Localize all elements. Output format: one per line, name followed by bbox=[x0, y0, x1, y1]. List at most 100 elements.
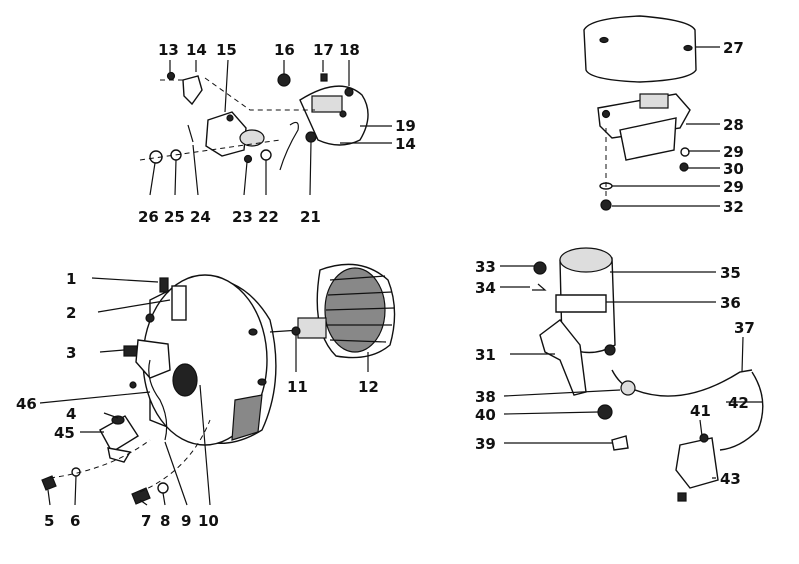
screw-7 bbox=[131, 487, 151, 505]
screw-22 bbox=[260, 149, 272, 161]
callout-8: 8 bbox=[160, 512, 170, 530]
screw-5 bbox=[41, 475, 57, 491]
callout-14-right: 14 bbox=[395, 135, 416, 153]
plug-cap-43 bbox=[675, 437, 719, 489]
leaders-coil bbox=[500, 265, 762, 479]
nut-16 bbox=[277, 73, 291, 87]
ht-lead bbox=[611, 369, 753, 397]
bracket-31 bbox=[539, 319, 587, 396]
callout-labels: 13 14 15 16 17 18 19 14 26 25 24 23 22 2… bbox=[16, 39, 755, 530]
washer-34 bbox=[532, 283, 547, 291]
callout-10: 10 bbox=[198, 512, 219, 530]
callout-15: 15 bbox=[216, 41, 237, 59]
callout-1: 1 bbox=[66, 270, 76, 288]
washer-13 bbox=[166, 71, 176, 81]
callout-9: 9 bbox=[181, 512, 191, 530]
housing-hole-a bbox=[248, 328, 258, 336]
wire-lead bbox=[279, 121, 299, 171]
washer-21 bbox=[305, 131, 317, 143]
reg-screw bbox=[601, 109, 611, 119]
callout-18: 18 bbox=[339, 41, 360, 59]
grommet-38 bbox=[620, 380, 636, 396]
coil-clamp-36 bbox=[555, 294, 607, 313]
bolt-11 bbox=[291, 326, 301, 336]
clip-2 bbox=[171, 285, 187, 321]
callout-45: 45 bbox=[54, 424, 75, 442]
housing-hole-b bbox=[257, 378, 267, 386]
callout-16: 16 bbox=[274, 41, 295, 59]
callout-25: 25 bbox=[164, 208, 185, 226]
callout-36: 36 bbox=[720, 294, 741, 312]
terminal-1 bbox=[159, 277, 169, 293]
callout-46: 46 bbox=[16, 395, 37, 413]
callout-41: 41 bbox=[690, 402, 711, 420]
plug-end bbox=[677, 492, 687, 502]
generator-group bbox=[39, 263, 396, 506]
bracket-46 bbox=[135, 339, 171, 379]
nut-33 bbox=[533, 261, 547, 275]
callout-24: 24 bbox=[190, 208, 211, 226]
callout-29b: 29 bbox=[723, 178, 744, 196]
callout-32: 32 bbox=[723, 198, 744, 216]
axis-line-b bbox=[204, 77, 315, 111]
callout-14-top: 14 bbox=[186, 41, 207, 59]
callout-39: 40 bbox=[475, 406, 496, 424]
callout-43: 43 bbox=[720, 470, 741, 488]
callout-7: 7 bbox=[141, 512, 151, 530]
connector-40 bbox=[611, 435, 629, 451]
callout-11: 11 bbox=[287, 378, 308, 396]
spring-24 bbox=[187, 124, 194, 143]
washer-6 bbox=[71, 467, 81, 477]
callout-3: 3 bbox=[66, 344, 76, 362]
callout-22: 22 bbox=[258, 208, 279, 226]
leaders-top-left bbox=[149, 59, 392, 196]
clip-41 bbox=[699, 433, 709, 443]
coil-group bbox=[500, 247, 764, 502]
relay-coil bbox=[639, 93, 669, 109]
cam-hub bbox=[239, 129, 265, 147]
axis-lines-bottom bbox=[49, 419, 211, 493]
regulator-body bbox=[619, 117, 677, 161]
commutator bbox=[297, 317, 327, 339]
cam-hole bbox=[226, 114, 234, 122]
condenser-cap-4 bbox=[111, 415, 125, 425]
housing-shadow bbox=[231, 394, 263, 441]
callout-35: 35 bbox=[720, 264, 741, 282]
callout-26: 26 bbox=[138, 208, 159, 226]
ht-lead-b bbox=[719, 371, 764, 451]
coil-top bbox=[559, 247, 613, 273]
callout-37: 37 bbox=[734, 319, 755, 337]
contact-block bbox=[311, 95, 343, 113]
screw-32 bbox=[600, 199, 612, 211]
armature-windings bbox=[325, 275, 395, 343]
coil-terminal bbox=[604, 344, 616, 356]
screw-2b bbox=[145, 313, 155, 323]
armature-core bbox=[324, 267, 386, 353]
washer-29a bbox=[680, 147, 690, 157]
washer-23 bbox=[243, 154, 253, 164]
screw-17 bbox=[320, 73, 328, 82]
axis-line-a bbox=[139, 139, 281, 161]
callout-30: 30 bbox=[723, 160, 744, 178]
breaker-plate-group bbox=[139, 59, 392, 196]
callout-4: 4 bbox=[66, 405, 76, 423]
cover-hole-a bbox=[599, 36, 609, 44]
cover-hole-b bbox=[683, 44, 693, 52]
screw-18 bbox=[344, 87, 354, 97]
callout-12: 12 bbox=[358, 378, 379, 396]
bracket-screw bbox=[129, 381, 137, 389]
screw-30 bbox=[679, 162, 689, 172]
callout-27: 27 bbox=[723, 39, 744, 57]
washer-8 bbox=[157, 482, 169, 494]
regulator-cover bbox=[583, 15, 697, 83]
callout-13: 13 bbox=[158, 41, 179, 59]
callout-19: 19 bbox=[395, 117, 416, 135]
leaders-generator bbox=[39, 277, 369, 506]
regulator-group bbox=[583, 15, 720, 211]
callout-17: 17 bbox=[313, 41, 334, 59]
callout-33: 33 bbox=[475, 258, 496, 276]
condenser-bracket bbox=[107, 447, 132, 463]
callout-29a: 29 bbox=[723, 143, 744, 161]
